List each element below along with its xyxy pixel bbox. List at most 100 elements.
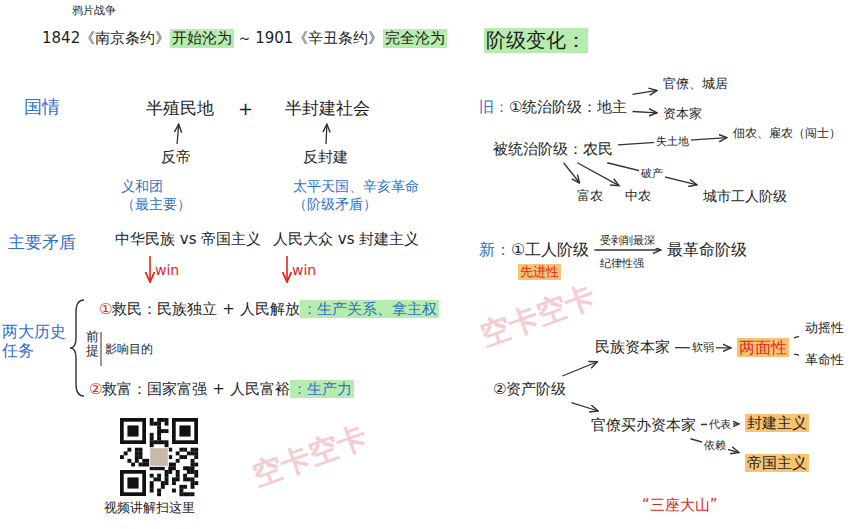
qr-cell (194, 448, 198, 452)
node-text: 封建主义 (745, 414, 809, 432)
qr-finder (127, 477, 138, 488)
qr-cell (176, 451, 180, 455)
note-node: 佃农、雇农（闯士） (730, 124, 844, 143)
premise-divider (101, 332, 102, 366)
qr-cell (161, 466, 165, 470)
qr-cell (179, 492, 183, 496)
note-node: 官僚买办资本家 (588, 414, 699, 437)
qr-cell (142, 459, 146, 463)
connector (632, 112, 657, 113)
qr-cell (191, 485, 195, 489)
note-node: 人民大众 vs 封建主义 (270, 228, 422, 251)
qr-cell (153, 440, 157, 444)
node-text: 救民：民族独立 + 人民解放 (112, 300, 299, 318)
qr-cell (194, 470, 198, 474)
qr-cell (150, 440, 154, 444)
note-label: 纪律性强 (600, 257, 644, 271)
qr-cell (150, 481, 154, 485)
node-text: 救富：国家富强 + 人民富裕 (102, 380, 289, 398)
qr-finder (172, 418, 198, 444)
qr-cell (161, 418, 165, 422)
qr-cell (157, 433, 161, 437)
qr-cell (168, 470, 172, 474)
qr-cell (165, 429, 169, 433)
win-arrow (286, 256, 288, 282)
qr-cell (176, 474, 180, 478)
qr-cell (135, 451, 139, 455)
connector (690, 439, 739, 453)
qr-cell (194, 463, 198, 467)
note-node: 两面性 (734, 336, 792, 360)
qr-cell (150, 474, 154, 478)
qr-finder (120, 418, 146, 444)
node-text: ② (89, 380, 102, 398)
qr-cell (135, 459, 139, 463)
note-node: 官僚、城居 (660, 74, 731, 94)
connector (564, 163, 580, 183)
connector (571, 403, 598, 411)
qr-cell (183, 474, 187, 478)
edge-label: 破产 (639, 167, 665, 180)
qr-cell (127, 448, 131, 452)
note-node: 旧：①统治阶级：地主 (476, 96, 630, 119)
qr-finder (176, 422, 195, 441)
qr-cell (165, 422, 169, 426)
qr-cell (157, 477, 161, 481)
qr-cell (191, 463, 195, 467)
qr-cell (176, 459, 180, 463)
qr-cell (139, 451, 143, 455)
qr-cell (168, 455, 172, 459)
node-text: 革命性 (805, 352, 844, 367)
connector (177, 124, 179, 144)
node-text: 资本家 (663, 106, 702, 121)
node-text: 两面性 (737, 338, 789, 357)
qr-cell (161, 485, 165, 489)
qr-cell (142, 463, 146, 467)
qr-cell (161, 429, 165, 433)
edge-label: 失土地 (654, 135, 691, 148)
note-node: 最革命阶级 (664, 238, 750, 262)
node-text: 中华民族 vs 帝国主义 (115, 230, 261, 248)
note-label: ～ (234, 29, 255, 48)
qr-cell (131, 463, 135, 467)
qr-cell (191, 481, 195, 485)
node-text: 被统治阶级：农民 (493, 140, 613, 158)
note-node: 城市工人阶级 (700, 186, 790, 208)
note-node: 动摇性 (802, 318, 847, 338)
node-text: 反封建 (303, 148, 348, 166)
note-node: 太平天国、辛亥革命（阶级矛盾） (290, 176, 422, 215)
qr-cell (191, 459, 195, 463)
node-text: （阶级矛盾） (293, 196, 419, 214)
node-text: 官僚买办资本家 (591, 416, 696, 434)
node-text: 帝国主义 (745, 454, 809, 472)
qr-cell (172, 463, 176, 467)
qr-cell (157, 422, 161, 426)
node-text: 义和团 (121, 178, 191, 196)
qr-cell (153, 422, 157, 426)
qr-cell (157, 474, 161, 478)
connector (325, 124, 327, 144)
node-text: ① (99, 300, 112, 318)
node-text: 人民大众 vs 封建主义 (273, 230, 419, 248)
qr-cell (139, 448, 143, 452)
note-label: 前提 (86, 330, 99, 359)
qr-cell (172, 481, 176, 485)
node-text: 太平天国、辛亥革命 (293, 178, 419, 196)
qr-cell (157, 429, 161, 433)
node-text: 反帝 (161, 148, 191, 166)
qr-cell (157, 492, 161, 496)
node-text: 官僚、城居 (663, 76, 728, 91)
qr-cell (157, 466, 161, 470)
node-text: ：生产关系、拿主权 (300, 300, 439, 318)
connector (562, 362, 597, 376)
note-node: 民族资本家 (592, 336, 673, 359)
watermark: 空卡空卡 (475, 277, 602, 357)
qr-cell (153, 477, 157, 481)
qr-cell (176, 470, 180, 474)
note-label: 主要矛盾 (8, 232, 76, 253)
qr-cell (161, 440, 165, 444)
node-text: 半殖民地 (146, 98, 214, 118)
qr-cell (150, 422, 154, 426)
qr-cell (179, 485, 183, 489)
watermark: 空卡空卡 (247, 417, 374, 497)
